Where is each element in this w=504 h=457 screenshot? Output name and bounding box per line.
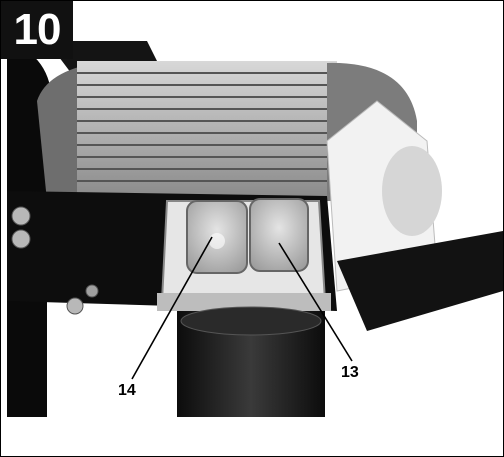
heatsink-fins [77, 61, 337, 199]
left-switch-button [186, 200, 248, 274]
right-switch-button [249, 198, 309, 272]
figure-number-badge: 10 [1, 1, 73, 59]
bolts [11, 206, 99, 315]
callout-13: 13 [341, 364, 359, 381]
callout-14: 14 [118, 382, 136, 399]
callout-leaders [131, 236, 353, 380]
motor-photo [7, 1, 503, 417]
